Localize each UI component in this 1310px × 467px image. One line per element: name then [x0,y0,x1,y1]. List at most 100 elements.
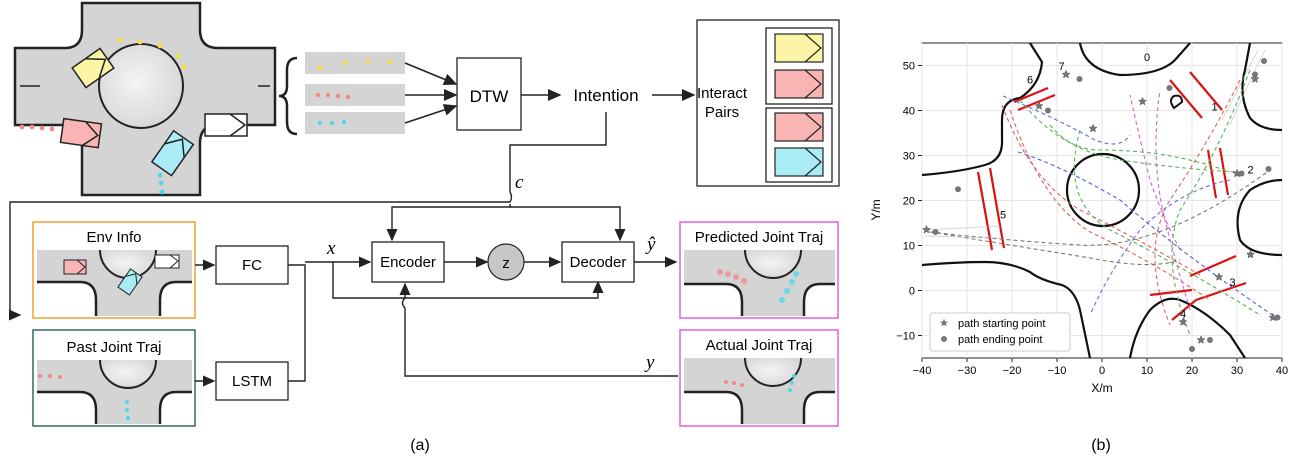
y-tick-label: 40 [903,106,915,118]
vehicle-red-icon [59,117,103,149]
zone-label: 2 [1247,165,1253,177]
end-point-marker [932,229,939,235]
end-point-marker [955,186,961,193]
dtw-box: DTW [456,57,522,131]
axis-ticks: −40 −30 −20 −10 0 10 20 30 40 −10 0 10 20 30 40 50 [896,61,1288,378]
end-point-marker [1189,346,1195,352]
svg-text:DTW: DTW [470,87,509,106]
start-point-marker [1137,96,1148,106]
fc-box: FC [215,245,289,285]
x-axis-label: X/m [1091,381,1112,395]
vehicle-yellow-icon [71,47,115,89]
red-trail [19,124,55,132]
roundabout-scene [13,1,277,197]
decoder-box: Decoder [561,241,635,283]
latent-z-node: z [487,243,525,281]
y-tick-label: 50 [903,61,915,73]
start-point-marker [1061,69,1071,79]
svg-text:Decoder: Decoder [570,254,627,271]
end-point-marker [1261,58,1267,64]
svg-text:z: z [502,255,510,272]
end-point-marker [1238,170,1245,177]
actual-traj-panel: Actual Joint Traj [679,329,839,427]
zone-label: 1 [1211,102,1217,114]
caption-a: (a) [410,437,430,454]
start-point-marker [1214,272,1224,281]
svg-text:Env Info: Env Info [86,229,141,246]
x-tick-label: −40 [913,365,932,377]
y-tick-label: 0 [909,286,915,298]
svg-text:Past Joint Traj: Past Joint Traj [66,339,161,356]
end-point-marker [1265,166,1272,172]
end-point-marker [1166,85,1173,91]
env-info-panel: Env Info [32,221,196,319]
x-tick-label: 20 [1186,365,1198,377]
svg-text:Pairs: Pairs [705,104,739,121]
c-connector [8,112,607,321]
start-point-marker [1088,123,1098,133]
path-points [921,58,1281,352]
legend-circle-icon [941,336,947,342]
svg-text:Encoder: Encoder [380,254,436,271]
y-tick-label: 20 [903,196,915,208]
cyan-trail [157,172,165,195]
trajectory-strip-yellow [305,52,405,74]
vehicle-white-icon [204,113,248,137]
end-point-marker [1076,76,1083,82]
x-tick-label: 40 [1276,365,1288,377]
zone-label: 6 [1027,75,1033,87]
trajectory-brace [278,56,298,136]
end-point-marker [1207,337,1213,343]
start-point-marker [1034,101,1044,110]
svg-text:Actual Joint Traj: Actual Joint Traj [706,337,813,354]
zone-label: 5 [1000,210,1006,222]
x-tick-label: −30 [958,365,977,377]
trajectory-chart: −40 −30 −20 −10 0 10 20 30 40 −10 0 10 20 30 40 50 0 1 2 3… [869,42,1288,395]
svg-text:FC: FC [242,257,262,274]
start-point-marker [921,224,932,234]
zone-labels: 0 1 2 3 4 5 6 7 [1000,52,1254,321]
yhat-symbol: ŷ [645,234,656,255]
legend-star-icon [940,318,948,327]
intention-label: Intention [573,86,638,105]
svg-text:LSTM: LSTM [232,373,272,390]
zone-label: 4 [1180,309,1186,321]
encoder-box: Encoder [371,241,445,283]
x-tick-label: 30 [1231,365,1243,377]
x-tick-label: 10 [1141,365,1153,377]
end-point-marker [1252,71,1258,78]
y-tick-label: 10 [903,241,915,253]
start-point-marker [1178,317,1188,326]
zone-label: 3 [1229,277,1235,289]
road-boundaries [922,43,1282,358]
legend-entry-label: path starting point [958,318,1045,330]
lstm-box: LSTM [215,361,289,401]
y-tick-label: −10 [896,331,915,343]
zone-label: 7 [1058,61,1064,73]
y-symbol: y [644,352,655,373]
end-point-marker [1045,107,1051,114]
c-symbol: c [515,172,524,193]
svg-text:Interact: Interact [697,85,748,102]
start-point-marker [1245,249,1256,259]
start-point-marker [1196,335,1206,344]
svg-text:Predicted Joint Traj: Predicted Joint Traj [695,229,823,246]
predicted-traj-panel: Predicted Joint Traj [679,221,839,319]
start-point-marker [1250,74,1260,83]
past-traj-panel: Past Joint Traj [32,329,196,427]
yellow-trail [117,37,187,70]
interact-pairs-box: Interact Pairs [696,19,840,187]
caption-b: (b) [1091,437,1111,454]
x-symbol: x [326,238,336,259]
end-point-marker [1274,314,1281,321]
zone-label: 0 [1144,52,1150,64]
x-tick-label: −10 [1048,365,1067,377]
y-tick-label: 30 [903,151,915,163]
vehicle-cyan-icon [150,129,195,177]
x-tick-label: 0 [1099,365,1105,377]
trajectory-strip-cyan [305,112,405,134]
trajectory-strip-red [305,84,405,106]
x-tick-label: −20 [1003,365,1022,377]
